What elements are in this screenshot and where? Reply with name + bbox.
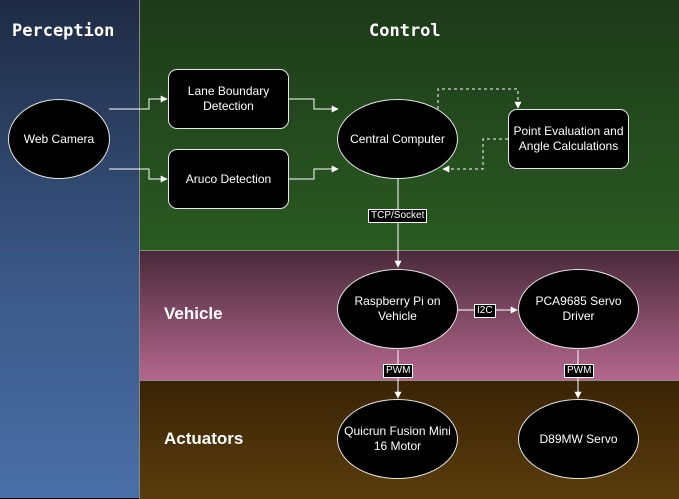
edge-camera-to-aruco bbox=[109, 168, 168, 183]
node-quicrun-motor: Quicrun Fusion Mini 16 Motor bbox=[337, 399, 458, 479]
node-d89mw-servo: D89MW Servo bbox=[518, 399, 639, 479]
lane-title-perception: Perception bbox=[12, 21, 115, 41]
edge-central-to-point-eval bbox=[437, 88, 522, 109]
node-raspberry-pi: Raspberry Pi on Vehicle bbox=[337, 269, 458, 349]
edge-label-tcp-socket: TCP/Socket bbox=[368, 209, 428, 223]
node-pca9685-servo-driver: PCA9685 Servo Driver bbox=[518, 269, 639, 349]
lane-title-actuators: Actuators bbox=[164, 429, 244, 448]
node-web-camera: Web Camera bbox=[8, 99, 110, 179]
edge-lane-boundary-to-central bbox=[289, 98, 339, 113]
lane-title-vehicle: Vehicle bbox=[164, 304, 223, 323]
edge-point-eval-to-central bbox=[442, 138, 508, 173]
node-aruco-detection: Aruco Detection bbox=[168, 149, 289, 209]
edge-label-pwm-servo: PWM bbox=[564, 364, 595, 378]
node-lane-boundary-detection: Lane Boundary Detection bbox=[168, 69, 289, 129]
lane-perception bbox=[0, 0, 139, 498]
edge-label-i2c: I2C bbox=[474, 304, 496, 318]
edge-label-pwm-motor: PWM bbox=[383, 364, 414, 378]
lane-title-control: Control bbox=[369, 21, 441, 41]
node-central-computer: Central Computer bbox=[337, 99, 458, 179]
edge-aruco-to-central bbox=[289, 165, 339, 180]
node-point-evaluation: Point Evaluation and Angle Calculations bbox=[508, 109, 629, 169]
edge-camera-to-lane-boundary bbox=[109, 95, 168, 110]
